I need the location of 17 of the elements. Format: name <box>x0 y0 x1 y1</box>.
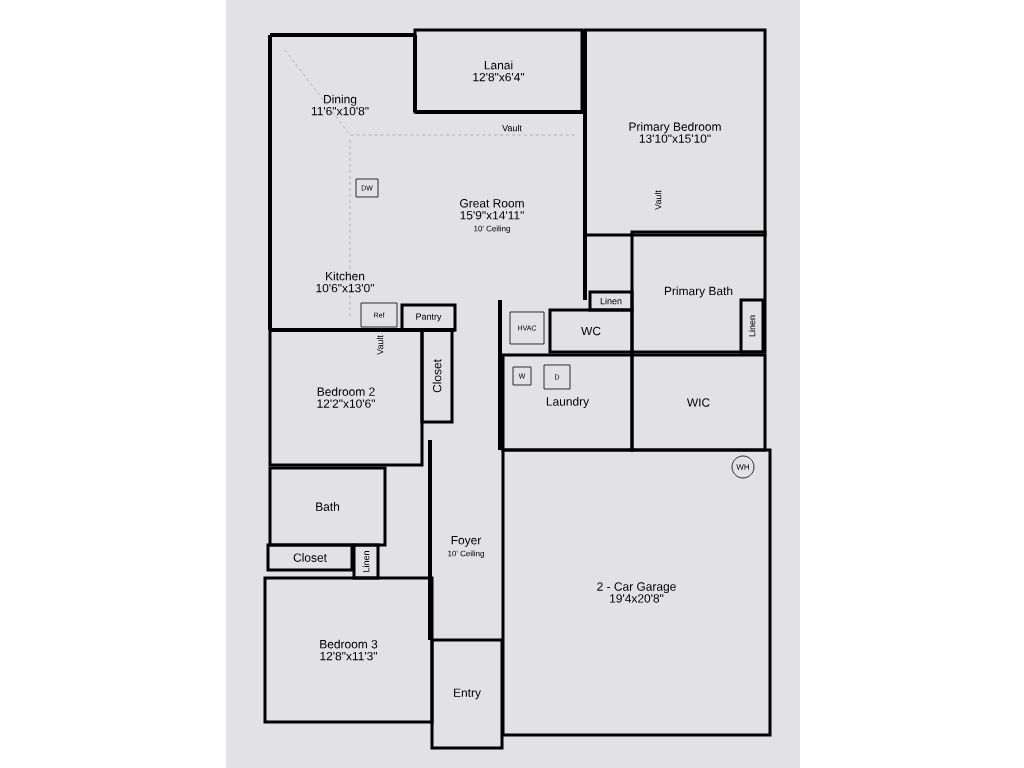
room: Linen <box>588 290 634 312</box>
room: WC <box>548 308 634 354</box>
room: Closet <box>420 328 454 424</box>
room: Bath <box>268 466 387 547</box>
room: Entry <box>430 638 504 750</box>
room-label: Kitchen 10'6"x13'0" <box>316 271 374 293</box>
room: WIC <box>630 353 767 452</box>
room: Linen <box>739 298 765 354</box>
vault-label: Vault <box>376 335 384 355</box>
room: Lanai 12'8"x6'4" <box>413 28 584 114</box>
room: Linen <box>352 543 380 580</box>
room: Closet <box>266 543 354 572</box>
vault-label: Vault <box>502 124 522 132</box>
room: Bedroom 3 12'8"x11'3" <box>263 576 434 724</box>
vault-label: Vault <box>654 190 662 210</box>
room: Pantry <box>400 303 457 332</box>
room-label: Dining 11'6"x10'8" <box>311 94 369 116</box>
